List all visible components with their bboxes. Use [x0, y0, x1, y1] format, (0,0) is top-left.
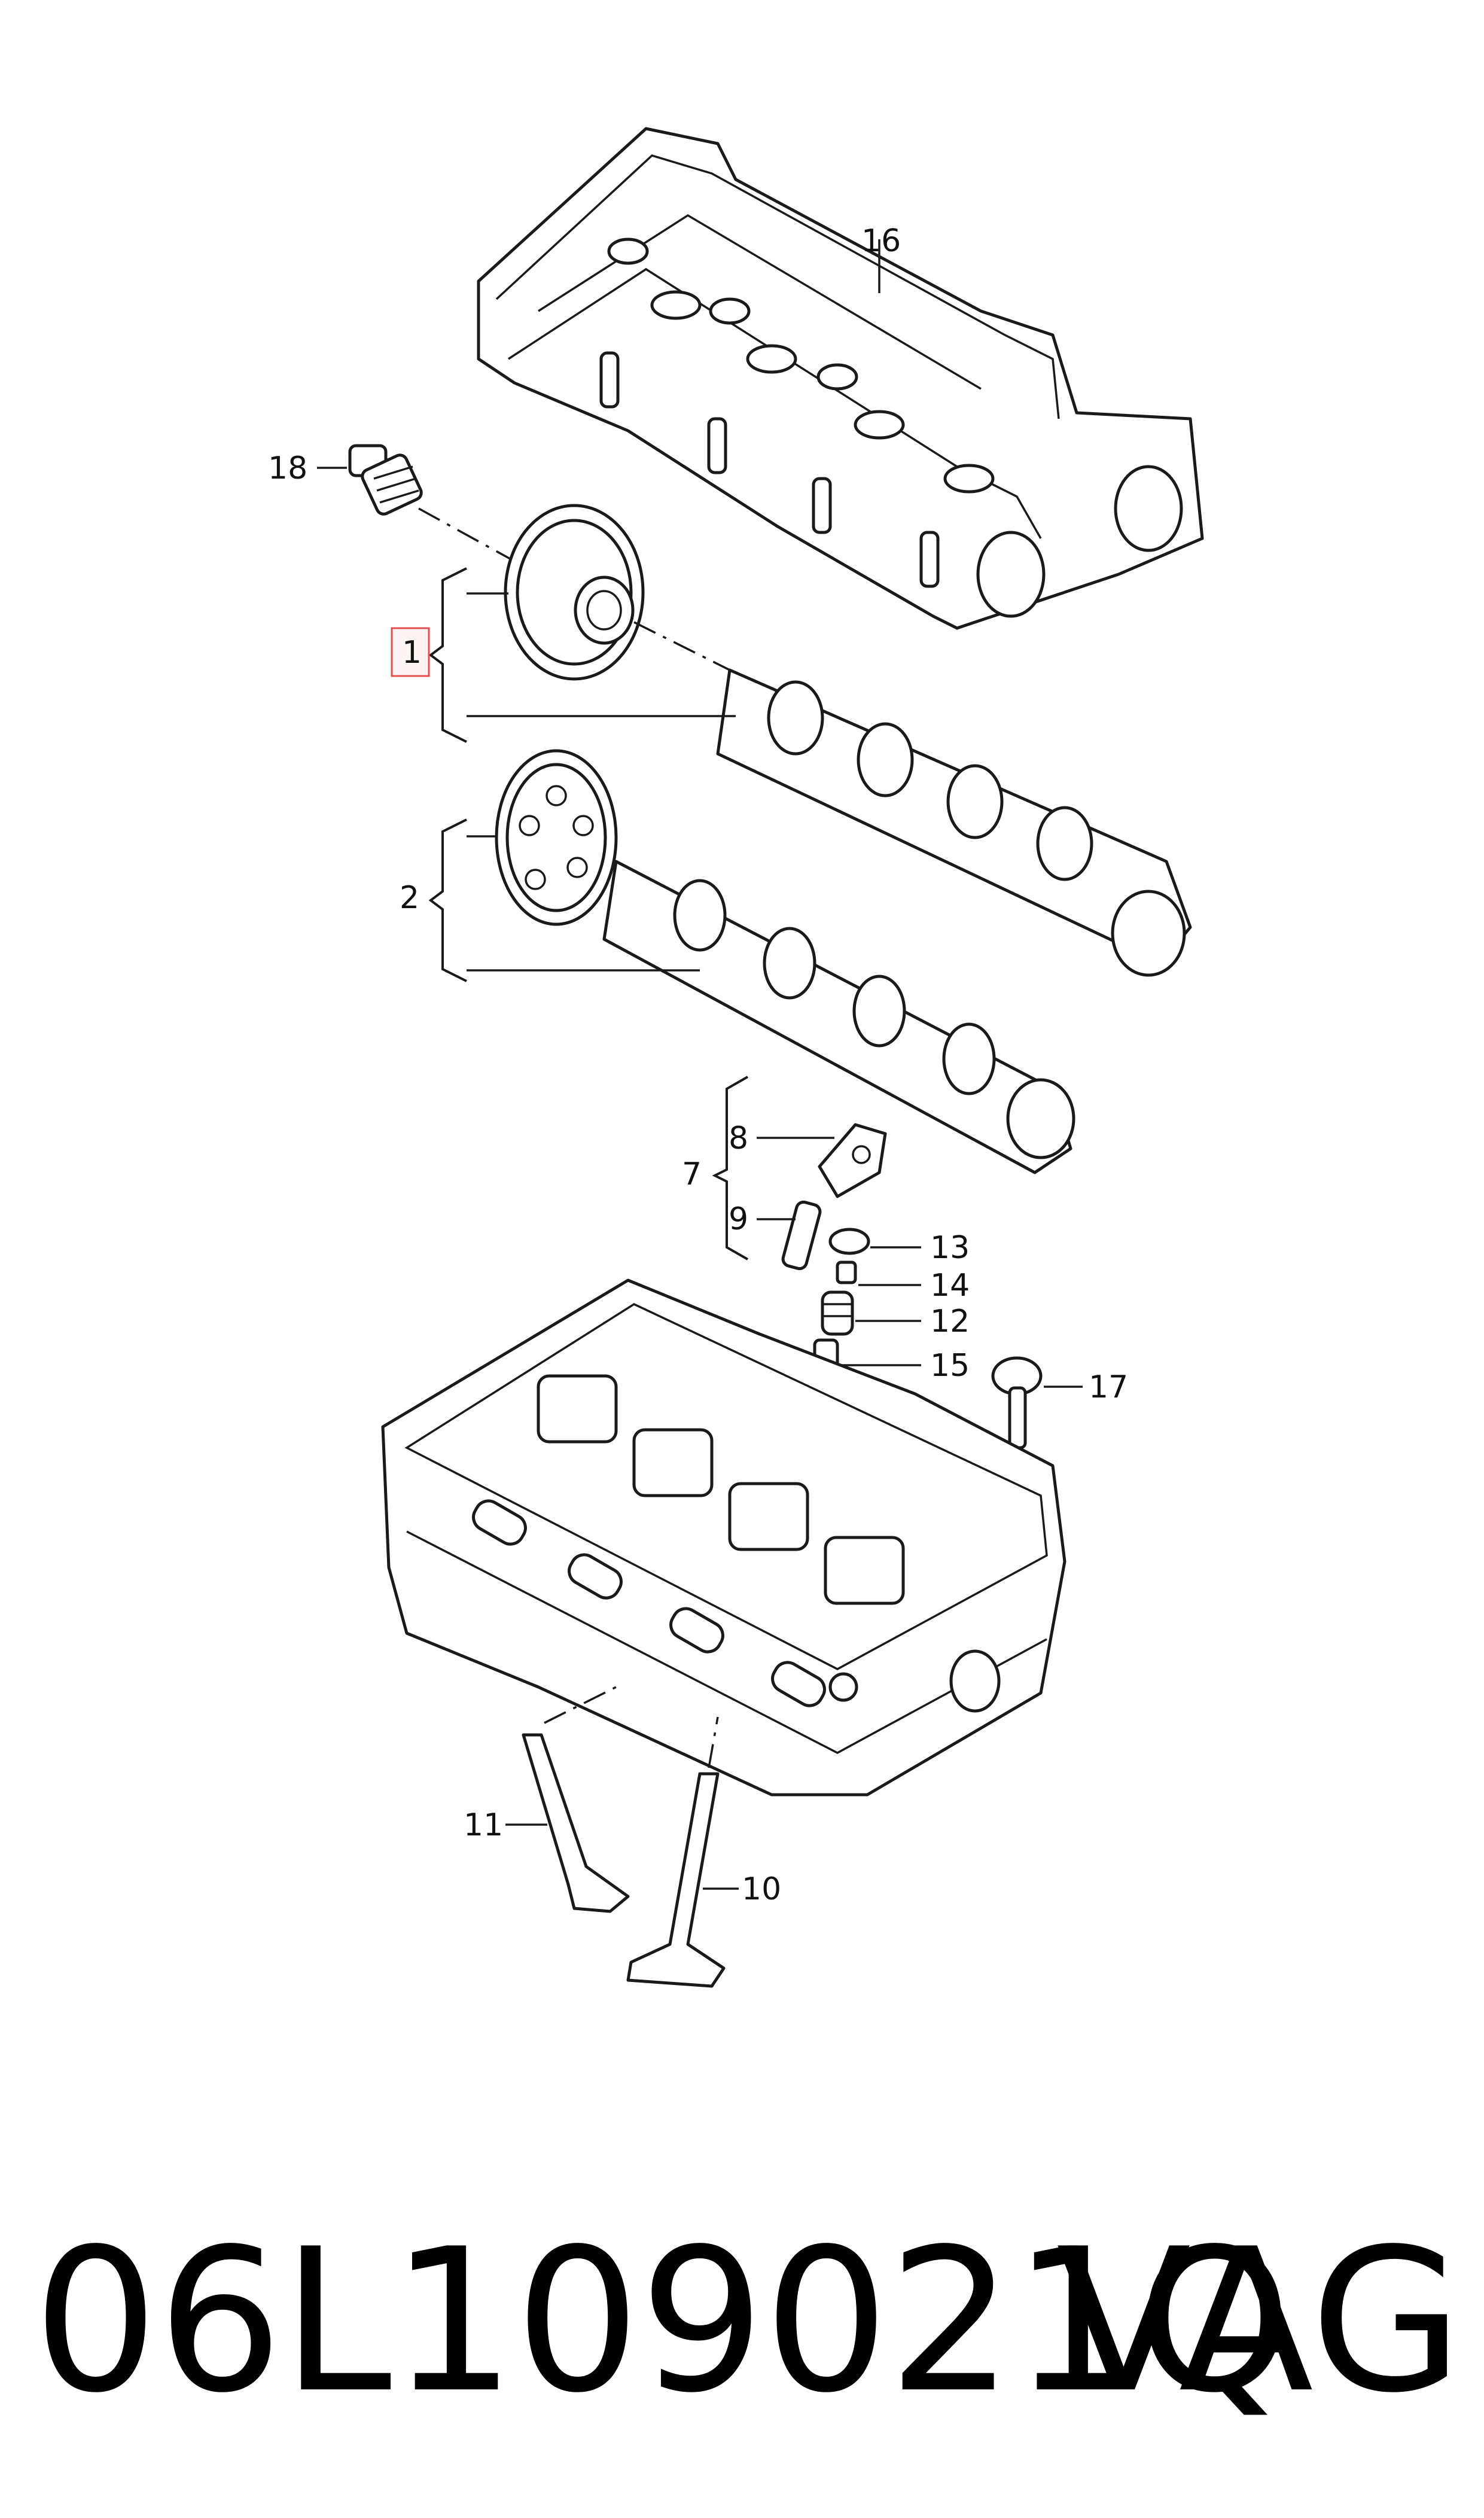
callout-13: 13 [930, 1230, 970, 1266]
valve-spring [821, 1290, 854, 1336]
callout-10: 10 [742, 1871, 781, 1907]
callout-8: 8 [729, 1121, 748, 1156]
camshaft-with-gear [495, 749, 1075, 1174]
camshaft-housing [477, 127, 1204, 630]
exhaust-valve [626, 1772, 726, 1988]
callout-12: 12 [930, 1304, 970, 1339]
part-number: 06L109021Q [33, 2206, 1292, 2436]
callout-16: 16 [861, 223, 901, 259]
callout-15: 15 [930, 1348, 970, 1384]
brand-name: VAG [1056, 2206, 1463, 2436]
spring-retainer [828, 1228, 870, 1255]
callout-2: 2 [400, 880, 419, 916]
camshaft-with-adjuster [504, 504, 1192, 977]
roller-rocker-finger [818, 1123, 887, 1198]
intake-valve [522, 1733, 630, 1913]
callout-1: 1 [402, 635, 422, 671]
callout-14: 14 [930, 1268, 970, 1304]
callout-11: 11 [464, 1807, 503, 1843]
bolt [348, 444, 423, 516]
callout-17: 17 [1089, 1369, 1128, 1405]
callout-18: 18 [268, 450, 307, 486]
hydraulic-lifter [781, 1200, 822, 1271]
valve-cotters [836, 1260, 857, 1284]
callout-7: 7 [682, 1156, 702, 1192]
callout-1-highlight [391, 627, 430, 677]
cylinder-head-bolt [991, 1356, 1043, 1450]
callout-9: 9 [729, 1201, 748, 1237]
cylinder-head [381, 1278, 1066, 1797]
